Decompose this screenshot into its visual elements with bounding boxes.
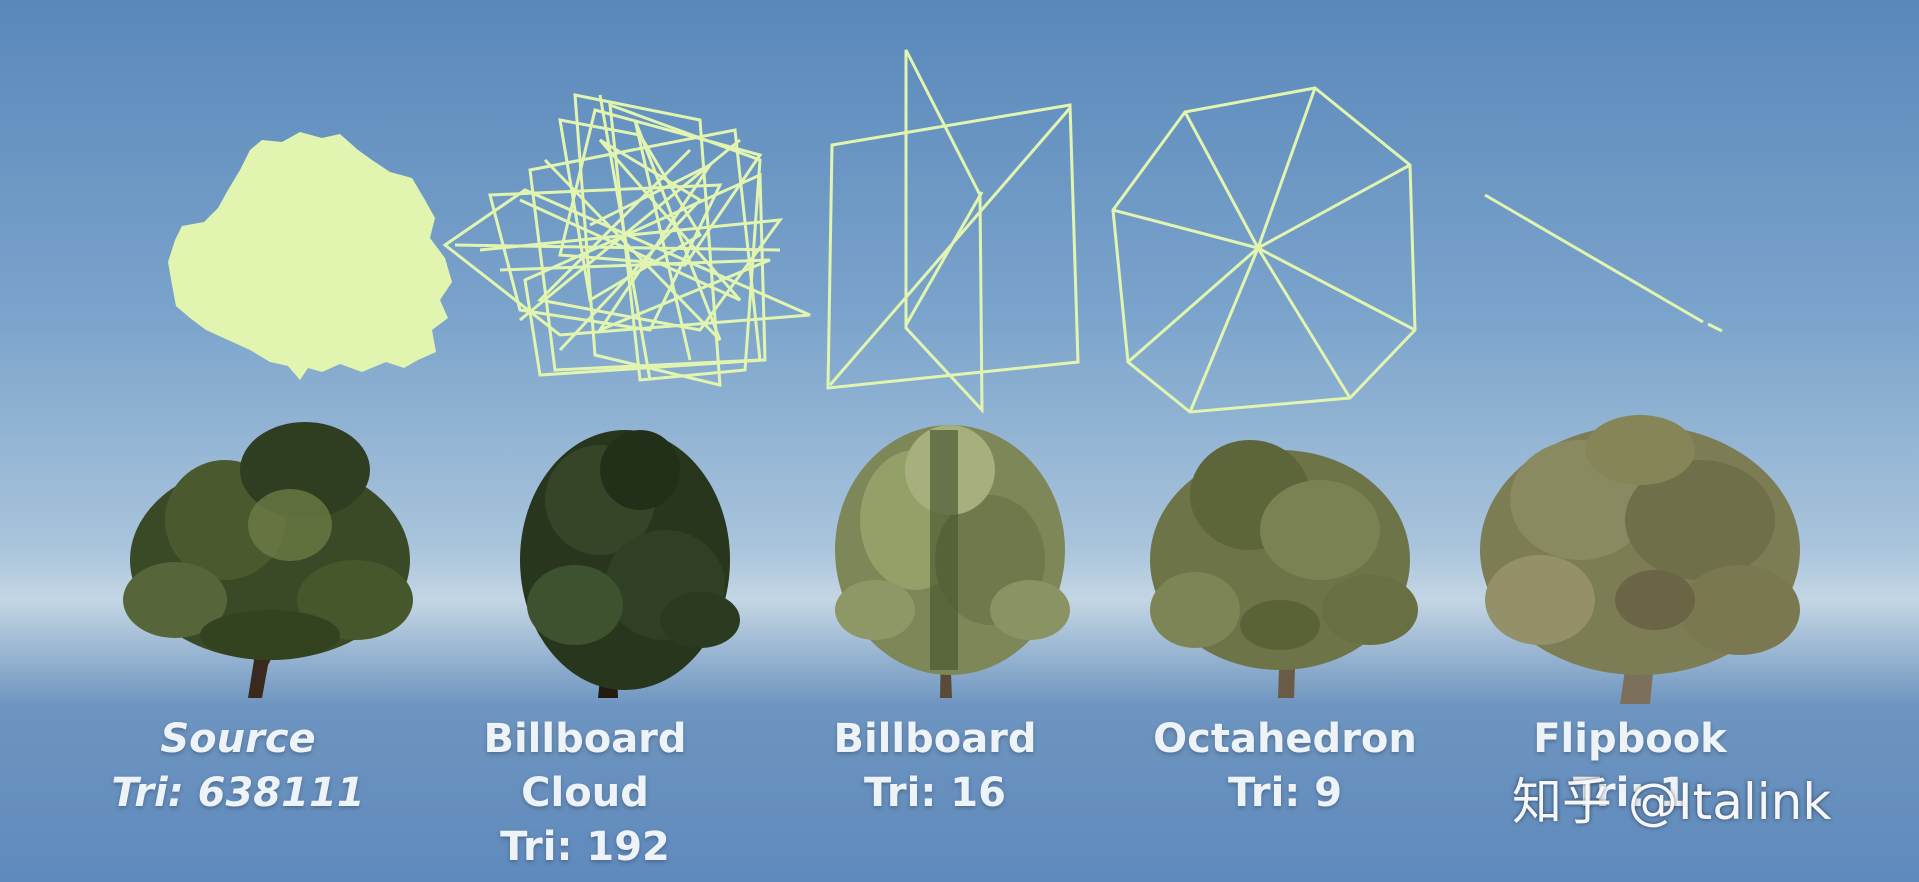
flipbook-tree [1480, 415, 1800, 704]
octahedron-wireframe [1111, 86, 1417, 414]
octahedron-name: Octahedron [1153, 716, 1417, 762]
label-billboard: Billboard Tri: 16 [800, 712, 1070, 820]
label-billboard-cloud: Billboard Cloud Tri: 192 [420, 712, 750, 874]
billboard-tree [835, 425, 1070, 698]
flipbook-wireframe [1484, 193, 1723, 333]
flipbook-tri: Tri: 1 [1572, 770, 1688, 816]
billboard-name: Billboard [833, 716, 1037, 762]
billboard-wireframe [826, 49, 1080, 414]
source-tri: Tri: 638111 [111, 770, 365, 816]
watermark: 知乎 @Italink [1512, 773, 1832, 831]
source-name: Source [160, 716, 316, 762]
label-octahedron: Octahedron Tri: 9 [1140, 712, 1430, 820]
flipbook-name: Flipbook [1533, 716, 1727, 762]
billboard-tri: Tri: 16 [864, 770, 1006, 816]
label-source: Source Tri: 638111 [108, 712, 368, 820]
billboard-cloud-tri: Tri: 192 [500, 824, 670, 870]
billboard-cloud-wireframe [442, 93, 811, 387]
octahedron-tri: Tri: 9 [1227, 770, 1343, 816]
billboard-cloud-tree [520, 430, 740, 698]
billboard-cloud-name: Billboard Cloud [483, 716, 687, 816]
octahedron-tree [1150, 440, 1418, 698]
label-flipbook: Flipbook Tri: 1 [1495, 712, 1765, 820]
source-mesh-silhouette [168, 132, 452, 380]
source-tree [123, 422, 413, 698]
